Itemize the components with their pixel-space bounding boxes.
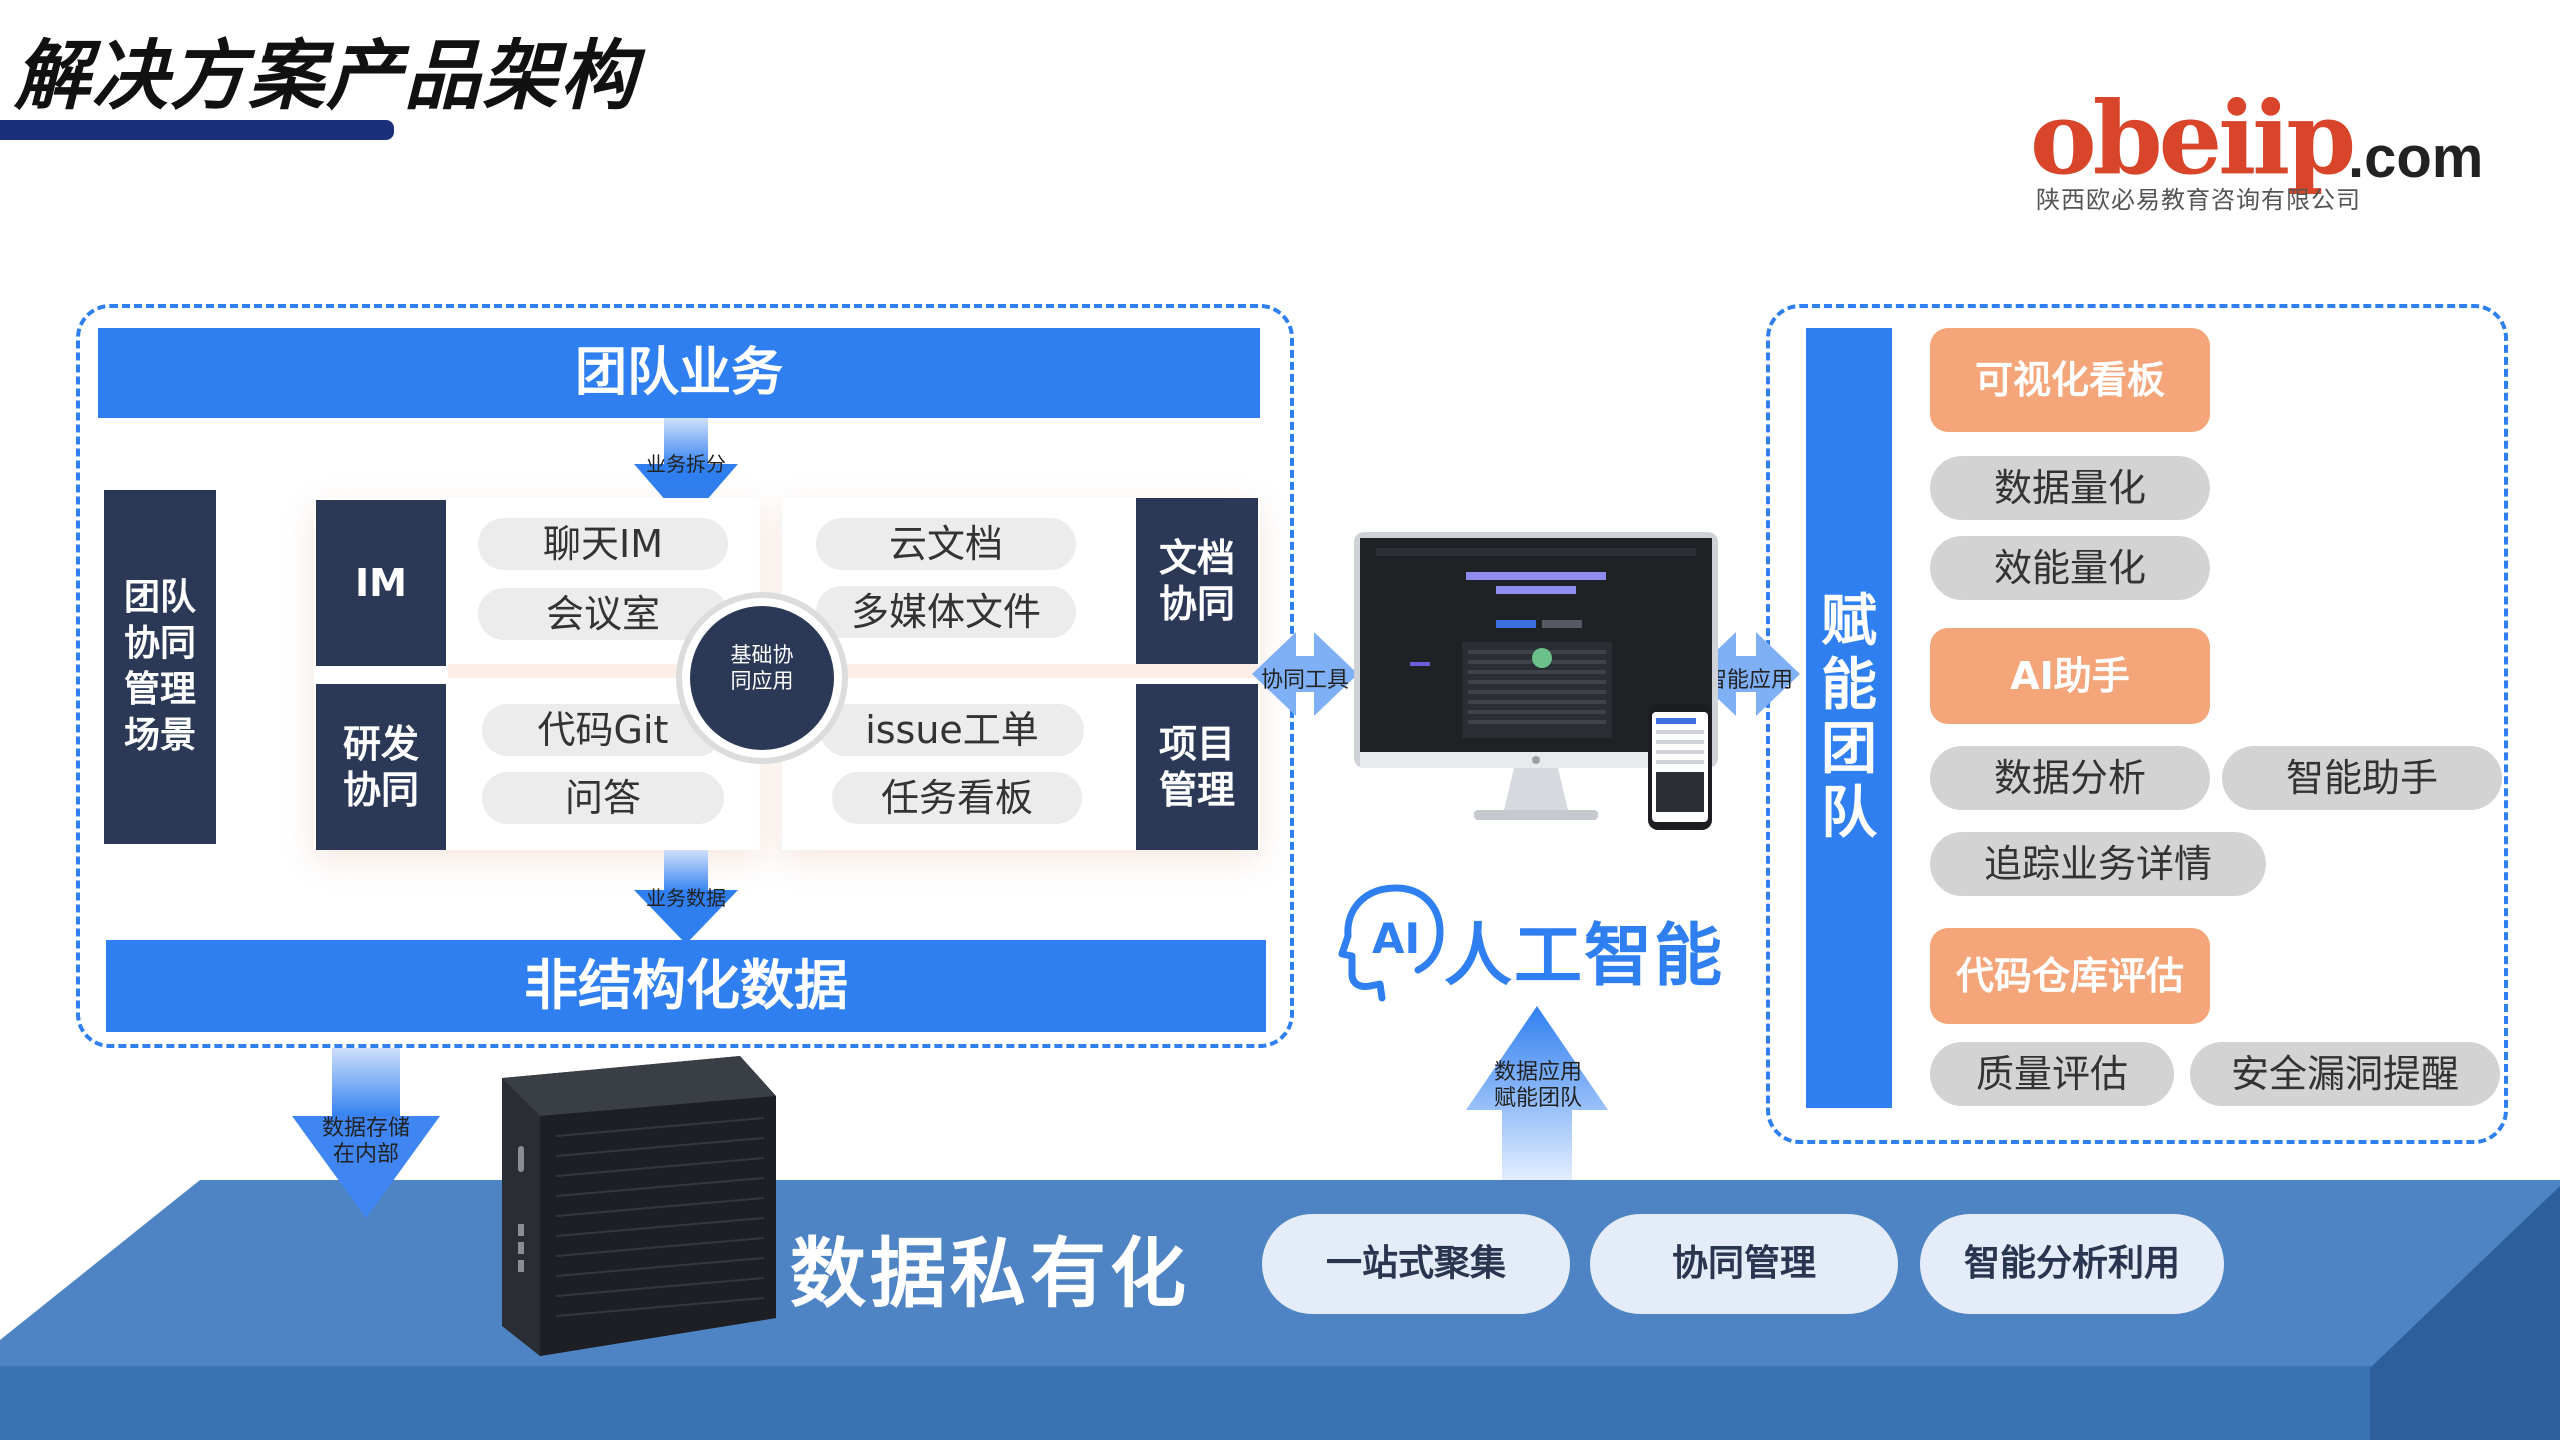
pill-meeting: 会议室 — [478, 588, 728, 640]
pill-git: 代码Git — [482, 704, 724, 756]
security-alert-pill: 安全漏洞提醒 — [2190, 1042, 2500, 1106]
arrow-up-icon — [1466, 1006, 1608, 1182]
basic-app-circle: 基础协同应用 — [690, 606, 834, 750]
smart-assistant-pill: 智能助手 — [2222, 746, 2502, 810]
privatization-title: 数据私有化 — [790, 1229, 1190, 1318]
project-tag: 项目管理 — [1136, 684, 1258, 850]
monitor-illustration — [1354, 532, 1718, 830]
double-arrow-icon — [1252, 632, 1358, 716]
ai-empower-label: 数据应用赋能团队 — [1493, 1060, 1582, 1111]
empower-team-label: 赋能团队 — [1806, 328, 1892, 1108]
eff-quant-pill: 效能量化 — [1930, 536, 2210, 600]
arrow-down-icon — [634, 418, 738, 524]
pill-chat: 聊天IM — [478, 518, 728, 570]
double-arrow-icon — [1692, 632, 1800, 716]
doc-tag: 文档协同 — [1136, 498, 1258, 664]
visual-board-card: 可视化看板 — [1930, 328, 2210, 432]
ai-badge: AI — [1372, 914, 1421, 963]
scene-label-text: 团队协同管理场景 — [123, 577, 196, 756]
page-title: 解决方案产品架构 — [14, 31, 638, 120]
repo-eval-card: 代码仓库评估 — [1930, 928, 2210, 1024]
pill-kanban: 任务看板 — [832, 772, 1082, 824]
smart-app-label: 智能应用 — [1704, 668, 1793, 693]
company-logo: obeiip .com 陕西欧必易教育咨询有限公司 — [2030, 88, 2490, 218]
pill-clouddoc: 云文档 — [816, 518, 1076, 570]
doc-tag-text: 文档协同 — [1158, 536, 1235, 626]
floor-front — [0, 1366, 2380, 1440]
collab-tool-label: 协同工具 — [1260, 668, 1349, 693]
storage-label: 数据存储在内部 — [321, 1116, 410, 1167]
track-detail-pill: 追踪业务详情 — [1930, 832, 2266, 896]
im-tag: IM — [316, 500, 446, 666]
logo-wordmark: obeiip — [2030, 79, 2356, 197]
scene-label: 团队协同管理场景 — [104, 490, 216, 844]
privatization-item-one-stop: 一站式聚集 — [1262, 1214, 1570, 1314]
ai-assistant-card: AI助手 — [1930, 628, 2210, 724]
privatization-item-collab: 协同管理 — [1590, 1214, 1898, 1314]
logo-company-name: 陕西欧必易教育咨询有限公司 — [2036, 186, 2361, 214]
data-quant-pill: 数据量化 — [1930, 456, 2210, 520]
ai-label: 人工智能 — [1444, 917, 1725, 996]
team-business-band: 团队业务 — [98, 328, 1260, 418]
pill-issue: issue工单 — [820, 704, 1084, 756]
arrow-down-icon — [634, 850, 738, 944]
empower-team-text: 赋能团队 — [1821, 589, 1877, 846]
panel-divider — [448, 664, 1258, 678]
logo-suffix: .com — [2348, 125, 2484, 190]
pill-media: 多媒体文件 — [816, 586, 1076, 638]
data-analysis-pill: 数据分析 — [1930, 746, 2210, 810]
arrow-label-business-data: 业务数据 — [646, 886, 726, 910]
privatization-item-analysis: 智能分析利用 — [1920, 1214, 2224, 1314]
ai-brain-icon — [1338, 884, 1444, 1002]
rd-tag-text: 研发协同 — [342, 722, 419, 812]
project-tag-text: 项目管理 — [1158, 722, 1235, 812]
unstructured-data-band: 非结构化数据 — [106, 940, 1266, 1032]
arrow-label-business-split: 业务拆分 — [646, 452, 726, 476]
title-underline — [0, 120, 394, 140]
empower-container — [1766, 304, 2508, 1144]
basic-app-text: 基础协同应用 — [730, 643, 794, 693]
arrow-down-icon — [292, 1048, 440, 1218]
quality-eval-pill: 质量评估 — [1930, 1042, 2174, 1106]
server-box-illustration — [502, 1056, 776, 1356]
im-tag-text: IM — [355, 561, 407, 605]
rd-tag: 研发协同 — [316, 684, 446, 850]
pill-qa: 问答 — [482, 772, 724, 824]
